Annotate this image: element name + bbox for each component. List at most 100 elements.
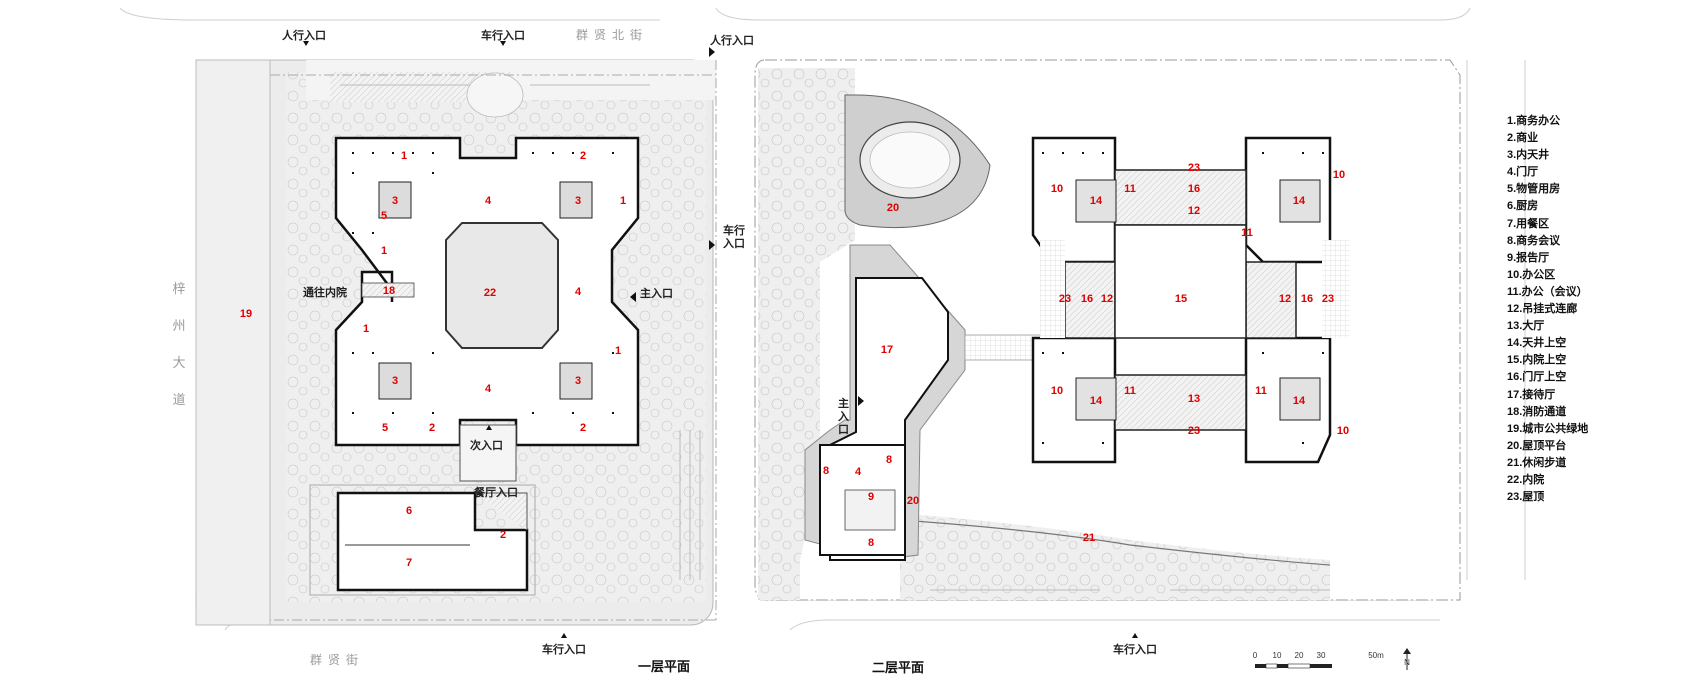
legend-item: 1.商务办公 xyxy=(1507,115,1561,127)
room-number: 2 xyxy=(579,150,587,162)
legend-item: 22.内院 xyxy=(1507,473,1545,486)
legend-item: 17.接待厅 xyxy=(1507,388,1556,401)
room-number: 5 xyxy=(380,210,388,222)
room-number: 4 xyxy=(484,195,492,207)
room-number: 10 xyxy=(1332,169,1346,181)
room-number: 22 xyxy=(483,287,497,299)
west-avenue-label: 梓州大道 xyxy=(172,281,186,407)
legend-item: 2.商业 xyxy=(1507,132,1539,145)
scale-tick: 30 xyxy=(1316,651,1326,660)
main-entrance-label: 主入口 xyxy=(640,288,673,300)
legend-item: 23.屋顶 xyxy=(1507,491,1545,504)
room-number: 23 xyxy=(1058,293,1072,305)
room-number: 18 xyxy=(382,285,396,297)
room-number: 14 xyxy=(1292,395,1306,407)
legend-item: 20.屋顶平台 xyxy=(1507,439,1567,452)
room-number: 11 xyxy=(1255,385,1267,397)
room-number: 2 xyxy=(499,529,507,541)
room-number: 16 xyxy=(1187,183,1201,195)
legend-item: 16.门厅上空 xyxy=(1507,371,1567,384)
room-number: 12 xyxy=(1100,293,1114,305)
room-number: 2 xyxy=(428,422,436,434)
legend-item: 14.天井上空 xyxy=(1507,337,1567,350)
room-number: 8 xyxy=(822,465,830,477)
vehicle-entrance-label: 车行 入口 xyxy=(723,225,745,250)
plan1-site xyxy=(195,59,717,626)
room-number: 8 xyxy=(885,454,893,466)
floor2-title: 二层平面 xyxy=(872,660,925,675)
secondary-entrance-label: 次入口 xyxy=(470,440,503,452)
legend-item: 19.城市公共绿地 xyxy=(1507,422,1589,435)
room-number: 16 xyxy=(1300,293,1314,305)
vehicle-entrance-label: 车行入口 xyxy=(1113,644,1157,656)
room-number: 23 xyxy=(1187,162,1201,174)
plan2-site xyxy=(754,59,1461,601)
room-number: 4 xyxy=(574,286,582,298)
room-number: 14 xyxy=(1292,195,1306,207)
scale-bar xyxy=(1255,648,1411,670)
scale-tick: 10 xyxy=(1272,651,1282,660)
room-number: 1 xyxy=(380,245,388,257)
vehicle-entrance-label: 车行入口 xyxy=(481,30,525,42)
legend-item: 7.用餐区 xyxy=(1507,217,1550,230)
plan2-office-ring xyxy=(1031,136,1332,464)
scale-tick: 0 xyxy=(1252,651,1258,660)
vehicle-entrance-label: 车行入口 xyxy=(542,644,586,656)
room-number: 11 xyxy=(1124,385,1136,397)
legend-item: 11.办公（会议） xyxy=(1507,285,1588,298)
room-number: 1 xyxy=(619,195,627,207)
north-arrow-label: N xyxy=(1404,658,1410,667)
room-number: 17 xyxy=(880,344,894,356)
room-number: 4 xyxy=(484,383,492,395)
scale-tick: 50m xyxy=(1368,651,1384,660)
legend: 1.商务办公 2.商业 3.内天井 4.门厅 5.物管用房 6.厨房 7.用餐区… xyxy=(1507,113,1588,506)
legend-item: 18.消防通道 xyxy=(1507,405,1567,418)
room-number: 7 xyxy=(405,557,413,569)
floor1-title: 一层平面 xyxy=(638,659,691,674)
legend-item: 12.吊挂式连廊 xyxy=(1507,303,1578,316)
room-number: 14 xyxy=(1089,395,1103,407)
room-number: 20 xyxy=(906,495,920,507)
north-street-label: 群贤北街 xyxy=(576,28,649,42)
entry-arrows xyxy=(303,41,1138,638)
room-number: 6 xyxy=(405,505,413,517)
room-number: 16 xyxy=(1080,293,1094,305)
room-number: 23 xyxy=(1321,293,1335,305)
room-number: 2 xyxy=(579,422,587,434)
room-number: 4 xyxy=(854,466,862,478)
room-number: 21 xyxy=(1082,532,1096,544)
room-number: 3 xyxy=(391,375,399,387)
room-number: 11 xyxy=(1241,227,1253,239)
room-number: 11 xyxy=(1124,183,1136,195)
legend-item: 3.内天井 xyxy=(1507,149,1550,162)
room-number: 13 xyxy=(1187,393,1201,405)
pedestrian-entrance-label: 人行入口 xyxy=(282,30,326,42)
room-number: 15 xyxy=(1174,293,1188,305)
legend-item: 13.大厅 xyxy=(1507,320,1545,333)
legend-item: 6.厨房 xyxy=(1507,200,1539,213)
canteen-entrance-label: 餐厅入口 xyxy=(474,487,518,499)
room-number: 1 xyxy=(614,345,622,357)
legend-item: 15.内院上空 xyxy=(1507,354,1567,367)
room-number: 9 xyxy=(867,491,875,503)
room-number: 10 xyxy=(1050,183,1064,195)
room-number: 3 xyxy=(391,195,399,207)
lane-to-courtyard-label: 通往内院 xyxy=(303,287,347,299)
room-number: 1 xyxy=(362,323,370,335)
room-number: 23 xyxy=(1187,425,1201,437)
room-number: 8 xyxy=(867,537,875,549)
legend-item: 9.报告厅 xyxy=(1507,251,1550,264)
south-street-label: 群贤街 xyxy=(310,653,365,667)
legend-item: 21.休闲步道 xyxy=(1507,456,1567,469)
room-number: 10 xyxy=(1336,425,1350,437)
legend-item: 8.商务会议 xyxy=(1507,234,1561,247)
legend-item: 10.办公区 xyxy=(1507,268,1556,281)
scale-tick: 20 xyxy=(1294,651,1304,660)
room-number: 10 xyxy=(1050,385,1064,397)
room-number: 14 xyxy=(1089,195,1103,207)
room-number: 12 xyxy=(1278,293,1292,305)
room-number: 3 xyxy=(574,375,582,387)
room-number: 19 xyxy=(239,308,253,320)
room-number: 1 xyxy=(400,150,408,162)
